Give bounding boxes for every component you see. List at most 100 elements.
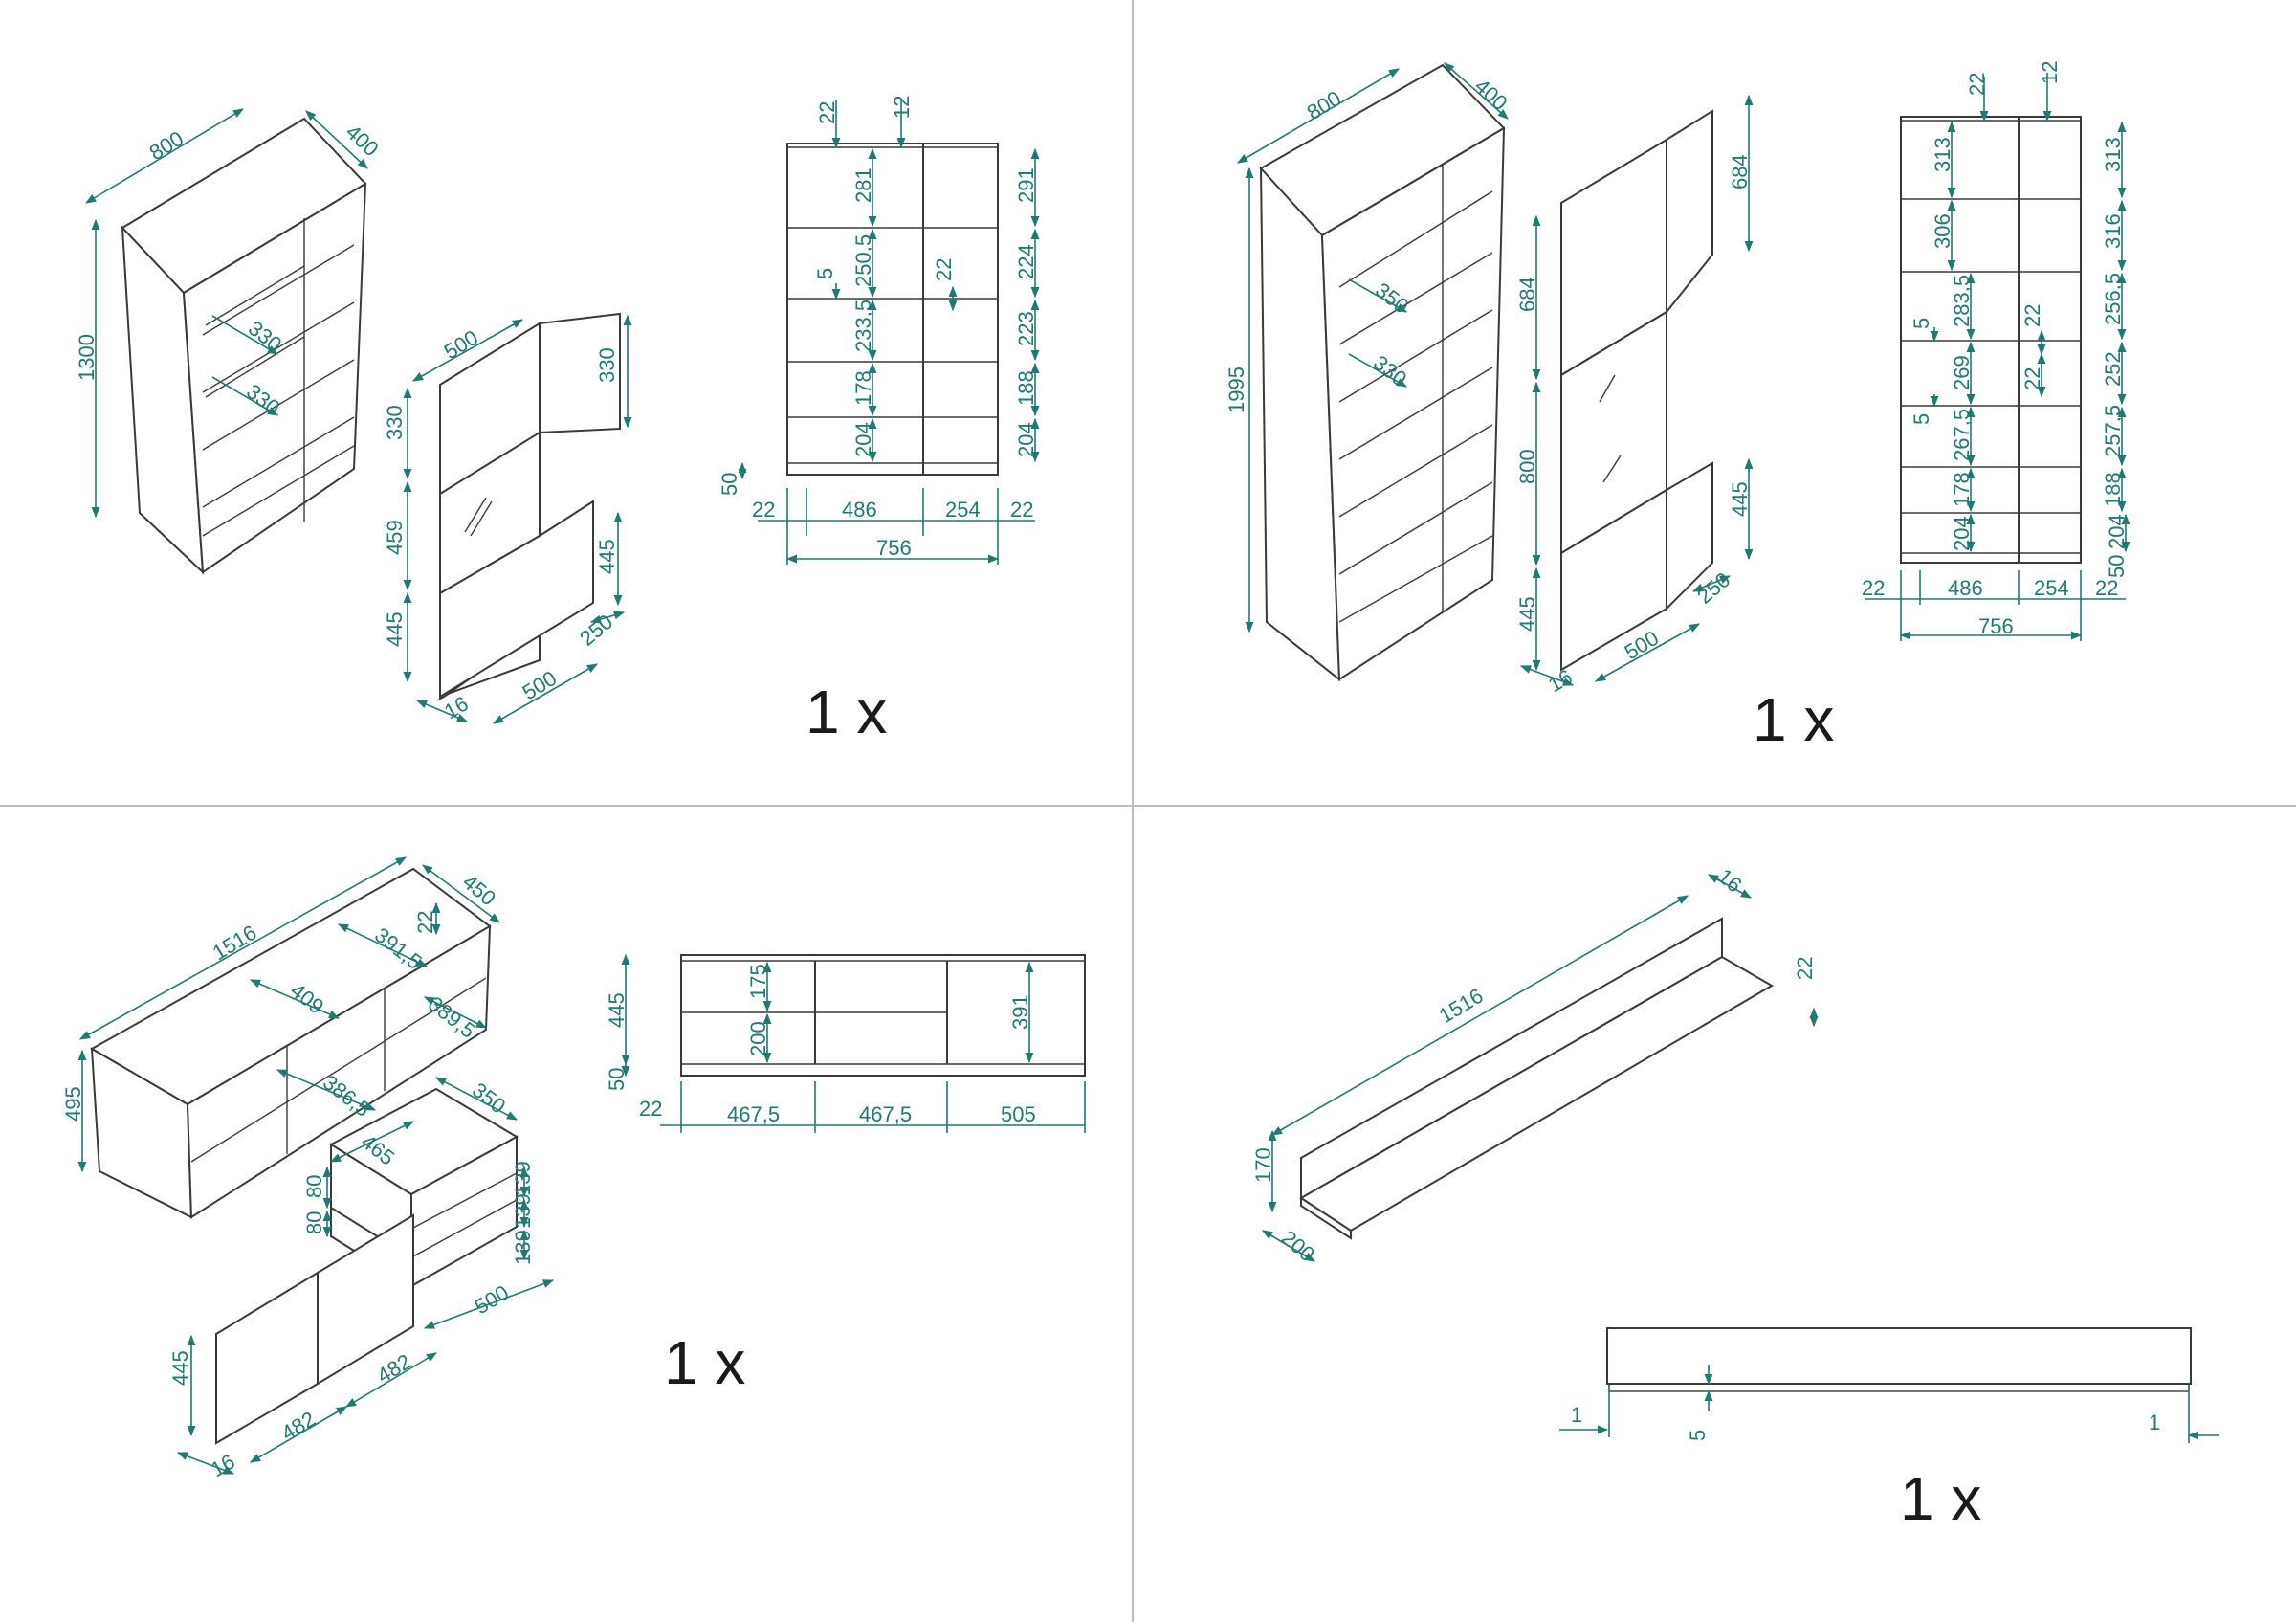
dim-label: 291 [1014,167,1038,203]
dim-label: 22 [932,258,956,281]
dim-label: 400 [342,120,384,161]
dim-label: 12 [2038,61,2062,84]
dim-label: 467,5 [859,1102,912,1126]
dim-label: 200 [746,1021,770,1056]
dim-label: 22 [2095,576,2118,600]
panel-wall-shelf: 16 22 1516 170 200 1 5 1 1 x [1251,864,2219,1533]
dim-label: 467,5 [727,1102,780,1126]
wall-shelf-front-view [1606,1327,2192,1392]
dim-label: 254 [945,498,981,522]
dim-label: 233,5 [851,300,875,352]
dim-label: 22 [815,101,839,124]
dim-label: 80 [302,1175,326,1198]
dim-label: 175 [746,964,770,999]
quantity-label: 1 x [806,678,887,746]
dim-label: 445 [168,1350,192,1386]
panel-cabinet-1300: 800 400 1300 330 330 500 330 [75,96,1040,746]
dim-label: 204 [2105,514,2129,549]
dim-label: 5 [813,268,837,279]
cabinet-1995-front-view [1900,116,2082,564]
dim-label: 178 [1950,472,1974,507]
dim-label: 306 [1931,213,1954,249]
dim-label: 486 [1948,576,1983,600]
dim-label: 445 [595,539,619,574]
dim-label: 257,5 [2101,405,2125,457]
dim-label: 178 [851,370,875,406]
dim-label: 1 [1571,1403,1582,1427]
cabinet-1300-isometric [121,117,367,575]
dim-label: 445 [1728,481,1752,517]
dim-label: 800 [145,126,188,165]
dim-label: 5 [1686,1430,1710,1441]
dim-label: 1300 [75,334,99,381]
quantity-label: 1 x [664,1328,745,1397]
dim-label: 505 [1001,1102,1036,1126]
dim-label: 500 [440,325,482,364]
lowboard-iso-dimensions: 1516 450 22 391,5 409 389,5 386,5 495 [61,856,500,1173]
dim-label: 16 [207,1449,239,1481]
dim-label: 445 [605,992,629,1028]
dim-label: 50 [605,1068,629,1091]
dim-label: 482 [277,1407,320,1445]
dim-label: 22 [1793,957,1817,980]
dim-label: 139 [511,1230,535,1265]
dim-label: 330 [383,405,407,440]
dim-label: 50 [718,473,741,496]
dim-label: 267,5 [1950,409,1974,461]
dim-label: 22 [2020,304,2044,327]
dim-label: 330 [595,347,619,383]
cabinet-1995-doors [1560,109,1713,672]
dim-label: 22 [1965,73,1989,96]
dim-label: 256,5 [2101,273,2125,325]
dim-label: 204 [1014,422,1038,457]
dim-label: 139 [511,1193,535,1229]
dim-label: 223 [1014,311,1038,346]
dim-label: 22 [1010,498,1033,522]
dim-label: 50 [2105,555,2129,578]
wall-shelf-front-dimensions: 1 5 1 [1559,1365,2219,1443]
dim-label: 459 [383,520,407,555]
cabinet-1300-front-view [786,143,999,476]
dim-label: 188 [2101,472,2125,507]
lowboard-front-dimensions: 445 50 175 200 391 22 467,5 467,5 505 [605,953,1086,1133]
dim-label: 445 [383,611,407,647]
panel-cabinet-1995: 800 400 1995 350 330 684 684 800 [1225,61,2130,754]
dim-label: 495 [61,1086,85,1122]
dim-label: 313 [2101,137,2125,172]
dim-label: 139 [511,1161,535,1196]
panel-lowboard: 1516 450 22 391,5 409 389,5 386,5 495 [61,856,1086,1481]
quantity-label: 1 x [1753,685,1834,754]
cabinet-1300-doors [437,312,621,701]
dim-label: 281 [851,167,875,203]
dim-label: 1995 [1225,367,1248,413]
dim-label: 22 [639,1097,662,1121]
dim-label: 16 [1544,664,1577,697]
dim-label: 252 [2101,351,2125,387]
dim-label: 204 [1950,516,1974,551]
dim-label: 224 [1014,244,1038,279]
dim-label: 756 [1978,614,2014,638]
dim-label: 1 [2149,1411,2160,1434]
dim-label: 500 [519,666,561,704]
dim-label: 5 [1910,318,1933,329]
dim-label: 684 [1728,154,1752,189]
dim-label: 22 [413,911,437,934]
cabinet-1300-front-dimensions: 22 12 281 291 250,5 224 5 22 233,5 223 1… [718,96,1040,565]
dim-label: 170 [1251,1147,1275,1183]
dim-label: 269 [1950,355,1974,390]
dim-label: 756 [876,536,912,560]
dim-label: 800 [1515,449,1539,484]
dim-label: 486 [842,498,877,522]
cabinet-1995-front-dimensions: 22 12 313 313 306 316 283,5 256,5 5 22 2… [1862,61,2130,641]
dim-label: 316 [2101,213,2125,249]
dim-label: 254 [2034,576,2069,600]
dim-label: 500 [471,1280,513,1319]
dim-label: 188 [1014,370,1038,406]
lowboard-front-view [680,954,1086,1077]
dim-label: 22 [752,498,775,522]
dim-label: 450 [458,870,500,911]
dim-label: 391 [1008,994,1032,1030]
dim-label: 445 [1515,596,1539,632]
dim-label: 482 [373,1349,415,1388]
